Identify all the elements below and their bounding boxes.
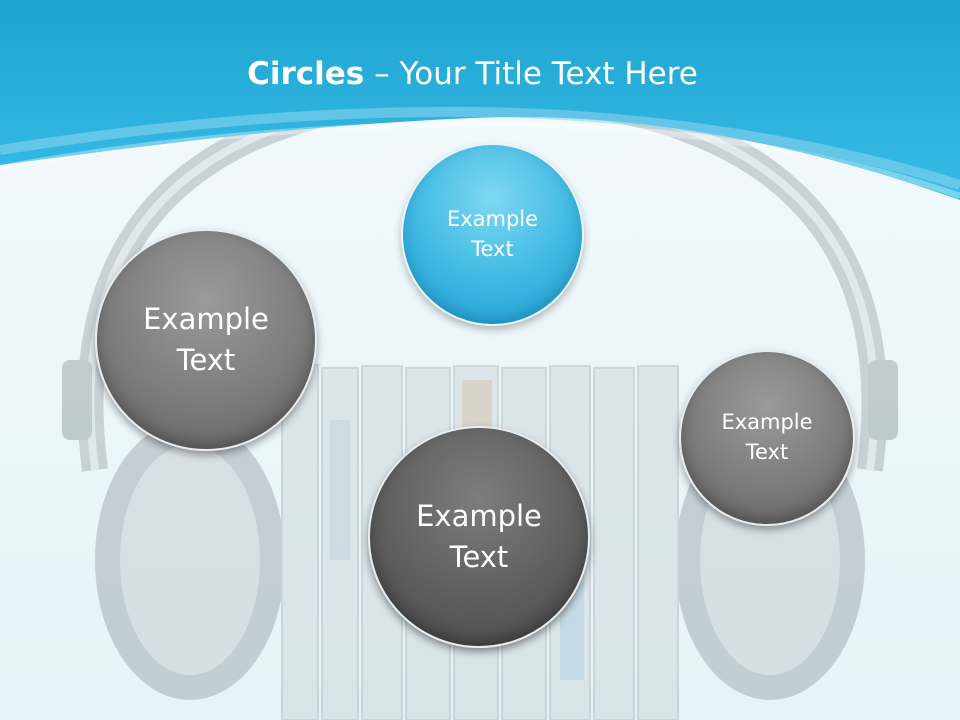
circle-left[interactable]: Example Text bbox=[95, 229, 317, 451]
circle-top-center[interactable]: Example Text bbox=[401, 143, 584, 326]
slide-title: Circles – Your Title Text Here bbox=[0, 56, 945, 92]
circle-bottom-center[interactable]: Example Text bbox=[368, 426, 590, 648]
circle-label: Example Text bbox=[416, 498, 542, 574]
circle-right[interactable]: Example Text bbox=[679, 350, 855, 526]
circle-label: Example Text bbox=[446, 206, 539, 261]
title-rest: – Your Title Text Here bbox=[364, 56, 698, 92]
title-bold: Circles bbox=[247, 56, 365, 92]
circle-label: Example Text bbox=[721, 410, 813, 464]
circle-label: Example Text bbox=[143, 301, 269, 377]
